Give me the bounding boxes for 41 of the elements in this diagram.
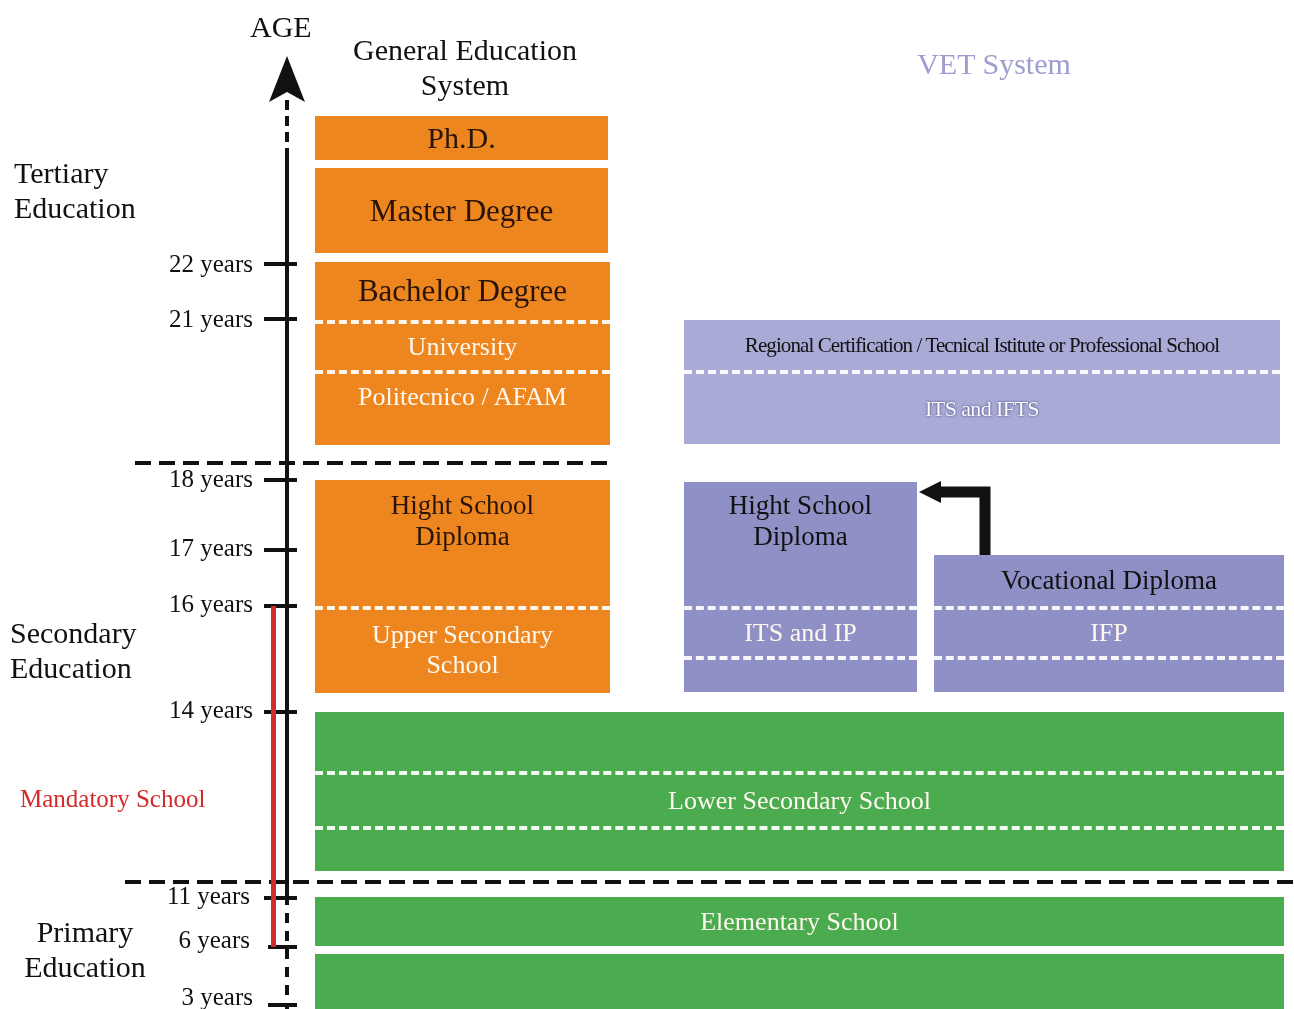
box-subtitle: ITS and IFTS — [925, 396, 1039, 422]
age-label: 14 years — [169, 696, 253, 725]
box-title: Regional Certification / Tecnical Istitute or Professional School — [744, 332, 1220, 358]
arrow — [919, 481, 991, 555]
box-title: Bachelor Degree — [357, 273, 568, 309]
level-box — [315, 168, 608, 253]
age-label: 21 years — [169, 305, 253, 334]
age-label: 6 years — [178, 926, 250, 955]
box-title: Vocational Diploma — [1000, 564, 1218, 596]
level-heading: Secondary Education — [10, 616, 138, 685]
box-subtitle: Politecnico / AFAM — [358, 382, 567, 412]
box-subtitle: Upper Secondary School — [370, 620, 555, 680]
level-box — [934, 555, 1284, 692]
age-label: 17 years — [169, 534, 253, 563]
box-title: Elementary School — [700, 906, 899, 937]
axis-title: AGE — [250, 10, 312, 45]
level-box — [315, 116, 608, 160]
box-title: Ph.D. — [427, 120, 496, 156]
level-box — [315, 262, 610, 445]
level-box — [315, 954, 1284, 1009]
age-label: 18 years — [169, 465, 253, 494]
column-heading: General Education System — [351, 33, 579, 102]
age-label: 11 years — [166, 882, 250, 911]
mandatory-label: Mandatory School — [20, 785, 206, 814]
box-title: Hight School Diploma — [727, 490, 874, 553]
box-title: Master Degree — [369, 192, 554, 229]
level-box — [315, 712, 1284, 871]
age-label: 16 years — [169, 590, 253, 619]
box-subtitle: IFP — [1090, 618, 1128, 648]
level-heading: Primary Education — [23, 915, 147, 984]
box-title: Hight School Diploma — [389, 490, 536, 553]
column-heading: VET System — [916, 47, 1072, 82]
level-box — [684, 482, 917, 692]
box-title: Lower Secondary School — [668, 785, 931, 816]
age-label: 22 years — [169, 250, 253, 279]
level-box — [315, 480, 610, 693]
level-heading: Tertiary Education — [14, 156, 137, 225]
level-box — [684, 320, 1280, 444]
box-subtitle: ITS and IP — [744, 618, 857, 648]
box-subtitle: University — [407, 332, 518, 362]
level-box — [315, 897, 1284, 946]
